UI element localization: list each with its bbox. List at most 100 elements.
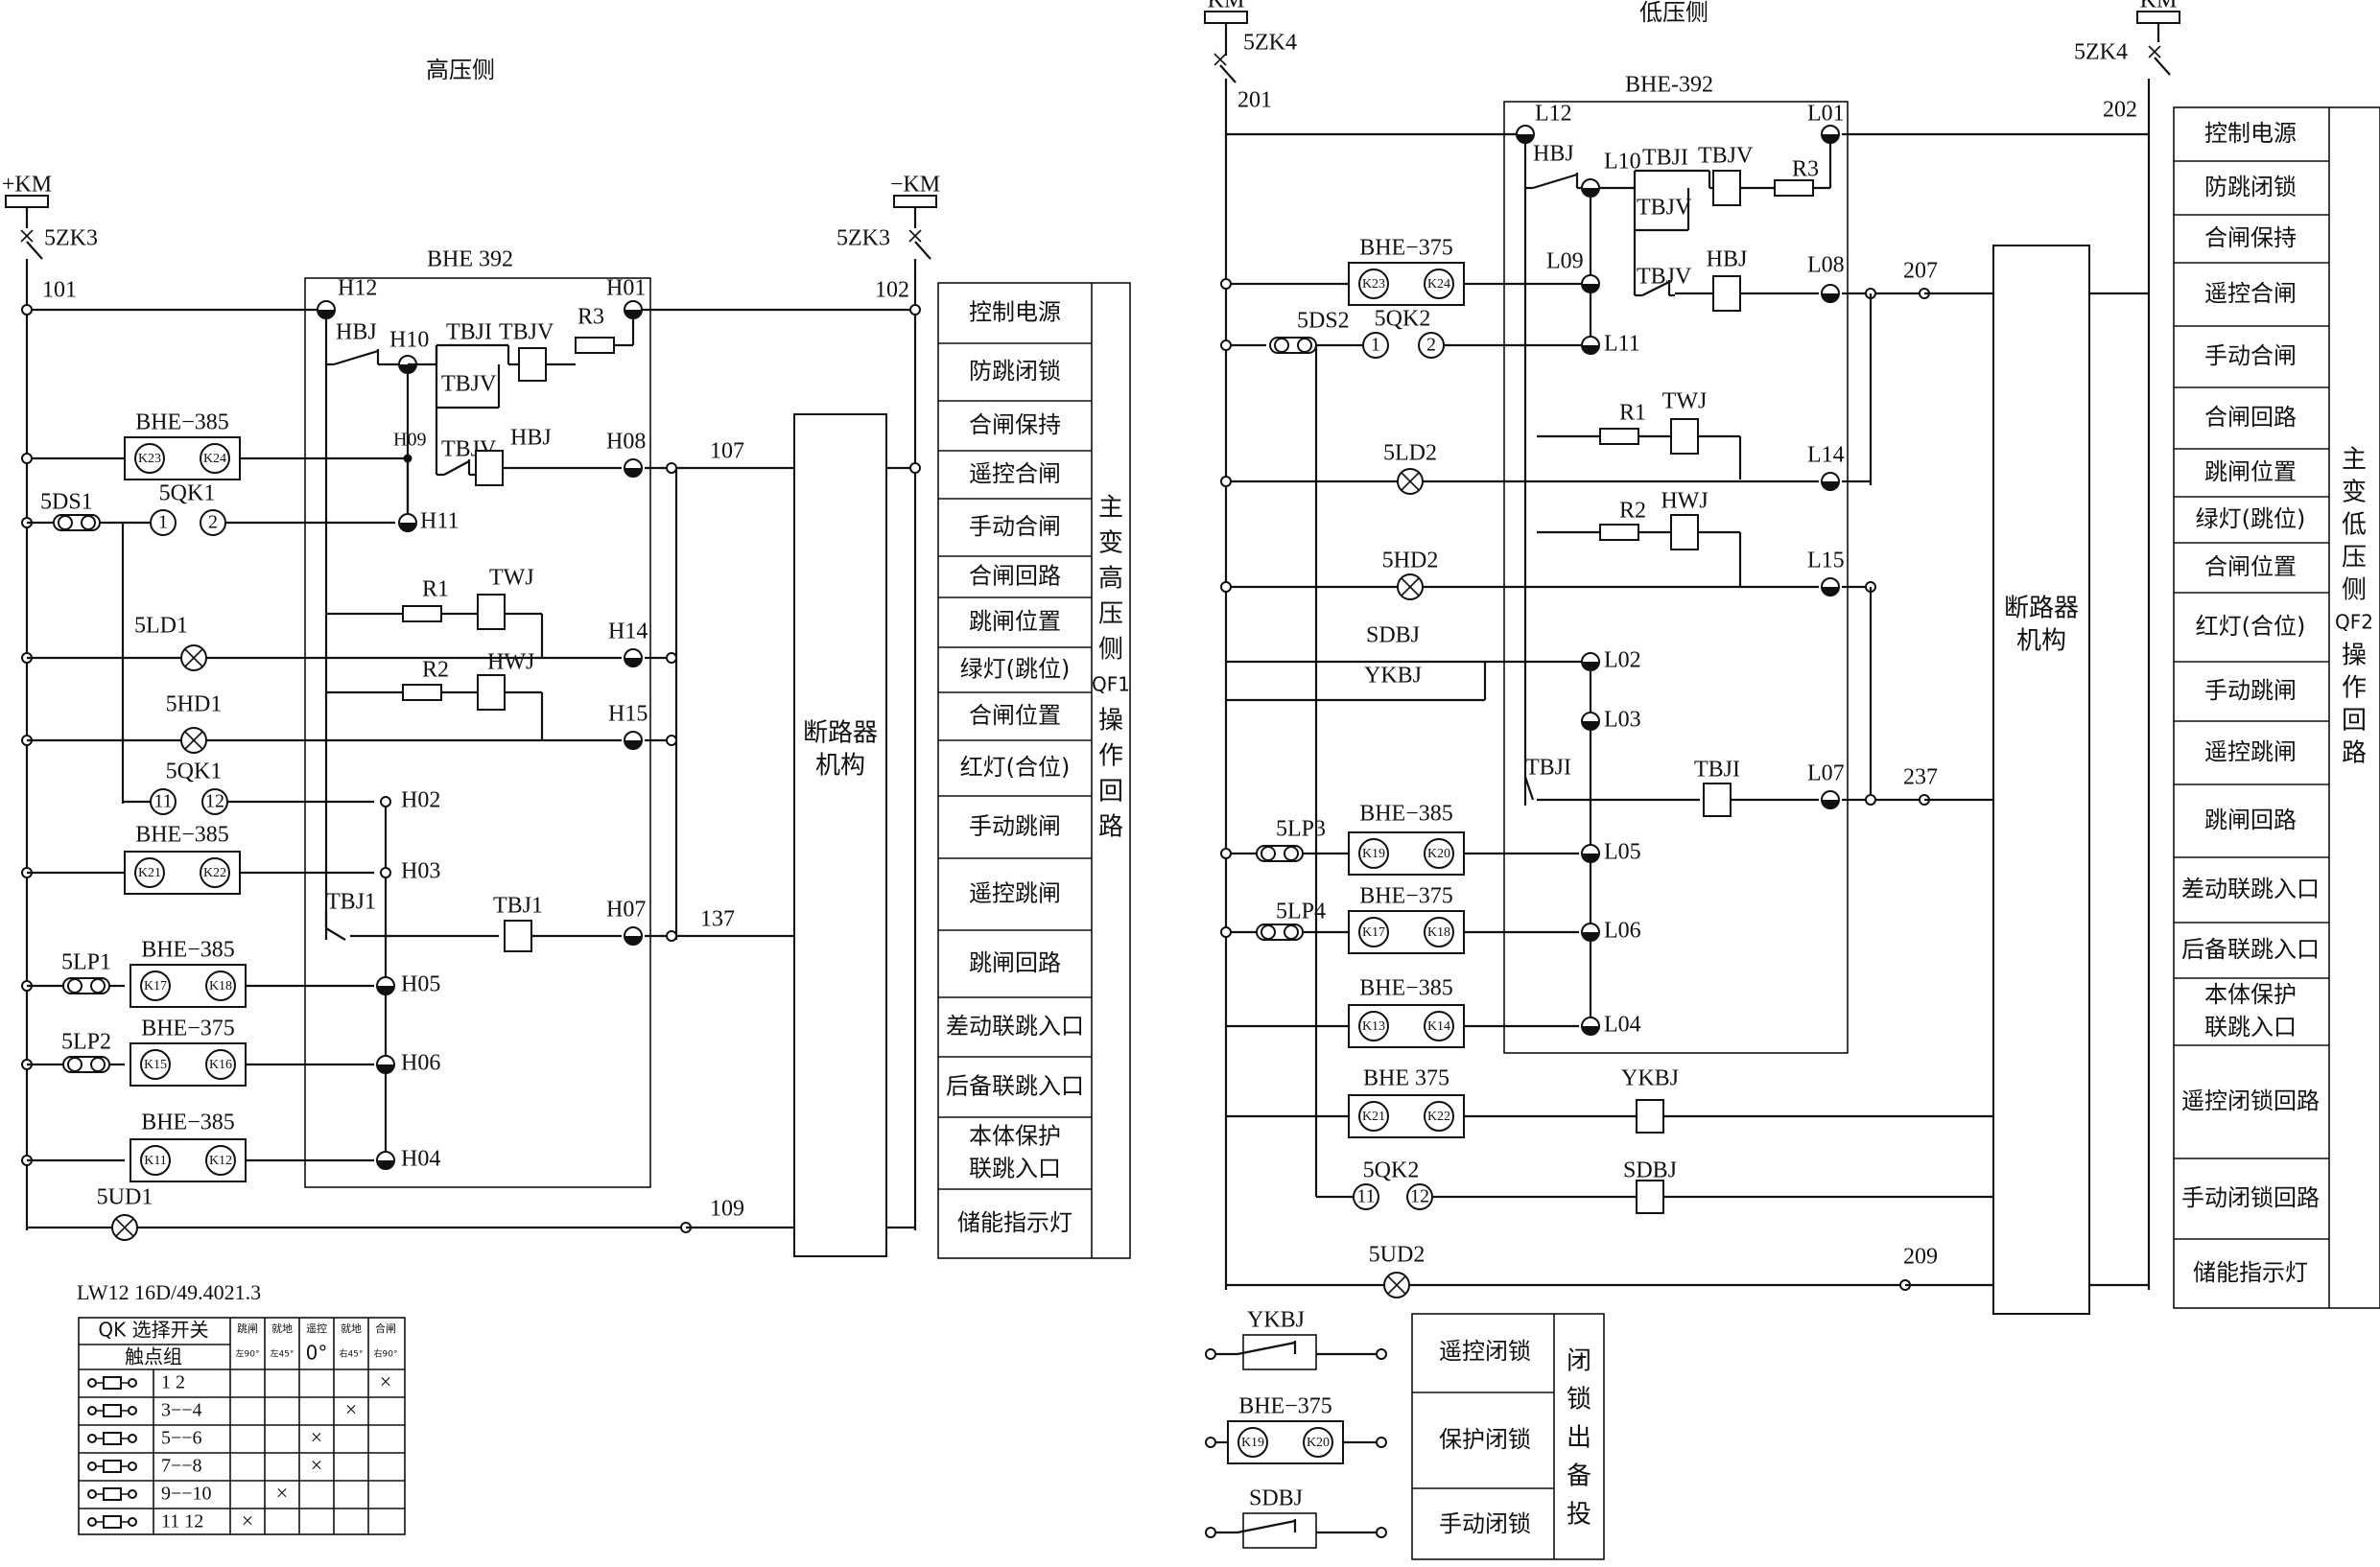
lv-twj-coil [1670,418,1699,455]
lv-function-label: 跳闸回路 [2204,807,2297,833]
hbj-label: HBJ [336,320,377,345]
terminal-l10 [1581,178,1600,198]
terminal-l14 [1821,472,1840,491]
switch-mark: × [380,1369,391,1393]
contact-number: 11 [153,791,172,812]
relay-contact: K19 [1241,1436,1264,1450]
contact-number: 2 [208,512,218,533]
lv-function-label: 跳闸位置 [2204,458,2297,485]
lv-function-label: 遥控跳闸 [2204,738,2297,765]
node-h03: H03 [401,859,440,884]
hv-function-label: 遥控合闸 [969,460,1061,487]
lv-right-switch-icon [2148,45,2171,76]
switch-header-main: QK 选择开关 [98,1319,208,1342]
lp2-pressplate-icon [62,1056,110,1073]
lv-vertical-title-char: 侧 [2342,576,2367,605]
hv-function-label: 控制电源 [969,299,1061,326]
lv-sdbj-coil [1636,1180,1664,1214]
hv-bus-node [21,304,33,316]
relay-contact: K19 [1362,847,1385,861]
switch-header-sub: 触点组 [125,1345,182,1368]
hv-function-label: 遥控跳闸 [969,880,1061,907]
switch-table [78,1317,406,1535]
qk1-bottom-label: 5QK1 [166,760,223,784]
bhe375-label: BHE−375 [141,1017,235,1041]
bus-name: +KM [2,173,52,198]
terminal-l12 [1516,125,1535,144]
contact-symbol-icon [87,1515,137,1529]
hv-vertical-title-char: 高 [1098,565,1123,594]
lv-function-label: 差动联跳入口 [2181,876,2320,902]
terminal-h07 [624,926,643,946]
lv-function-label: 手动合闸 [2204,342,2297,369]
node-102: 102 [875,278,909,303]
twj-label: TWJ [489,566,534,591]
switch-angle: 0° [306,1342,328,1365]
node-l03: L03 [1604,708,1641,733]
r2-resistor [402,684,442,701]
hv-vertical-title-char: 路 [1098,813,1123,842]
lp1-pressplate-icon [62,977,110,994]
lv-function-label: 绿灯(跳位) [2196,505,2306,532]
node-l01: L01 [1807,102,1845,127]
terminal [666,930,677,942]
lv-hbj-coil [1712,275,1741,312]
node-h11: H11 [420,509,459,534]
terminal-l08 [1821,284,1840,303]
contact-pair: 11 12 [161,1511,203,1532]
switch-angle: 左45° [271,1348,295,1360]
hv-vertical-title-char: 作 [1098,742,1123,771]
contact-symbol-icon [87,1376,137,1390]
node-237: 237 [1903,765,1938,790]
lv-bhe385-a-box [1348,831,1465,876]
terminal-h06 [376,1055,395,1074]
ud1-label: 5UD1 [97,1185,153,1210]
hd1-label: 5HD1 [166,692,223,717]
hv-vertical-title-char: 操 [1098,707,1123,736]
hv-side-title: 高压侧 [426,57,495,83]
hv-function-label: 手动合闸 [969,513,1061,540]
lv-bhe385-b-label: BHE−385 [1359,976,1453,1001]
wire [1237,1341,1296,1356]
node-209: 209 [1903,1245,1938,1270]
hbj-coil-label: HBJ [510,426,552,451]
lv-twj-label: TWJ [1662,389,1708,414]
lv-function-label: 后备联跳入口 [2181,936,2320,963]
hv-device-name: BHE 392 [427,247,513,272]
node-h02: H02 [401,788,440,813]
contact-number: 11 [1356,1186,1375,1207]
relay-contact: K14 [1427,1019,1450,1034]
lockout-sdbj-frame [1242,1512,1317,1549]
lockout-table [1411,1313,1605,1560]
switch-angle: 右45° [340,1348,364,1360]
bhe385-c-label: BHE−385 [141,938,235,963]
node-l08: L08 [1807,253,1845,278]
lv-hbj-label: HBJ [1533,142,1574,167]
hv-function-label: 跳闸位置 [969,608,1061,635]
lv-vertical-title-char: QF2 [2335,611,2373,634]
lv-vertical-title-char: 主 [2342,446,2367,475]
lv-r2-label: R2 [1619,499,1646,524]
node-h09: H09 [393,430,426,451]
bhe385-c-box [130,964,247,1008]
node-201: 201 [1237,88,1272,113]
lv-function-label: 合闸回路 [2204,404,2297,431]
hv-function-label: 差动联跳入口 [946,1013,1084,1040]
terminal-h05 [376,976,395,995]
lv-ykbj-label: YKBJ [1364,664,1422,689]
node-h10: H10 [389,328,429,353]
contact-number: 12 [1410,1186,1429,1207]
terminal [1220,476,1232,487]
relay-contact: K16 [209,1058,232,1072]
terminal [1865,794,1876,806]
node-107: 107 [710,439,744,464]
contact-symbol-icon [87,1487,137,1501]
node-l15: L15 [1807,549,1845,573]
terminal [1205,1437,1216,1448]
lv-device-frame [1503,101,1849,1054]
lv-ud2-label: 5UD2 [1369,1243,1426,1268]
node-l12: L12 [1535,102,1572,127]
lv-breaker-mechanism [1992,245,2090,1315]
hv-function-label: 合闸保持 [969,411,1061,438]
node-h12: H12 [338,276,377,301]
